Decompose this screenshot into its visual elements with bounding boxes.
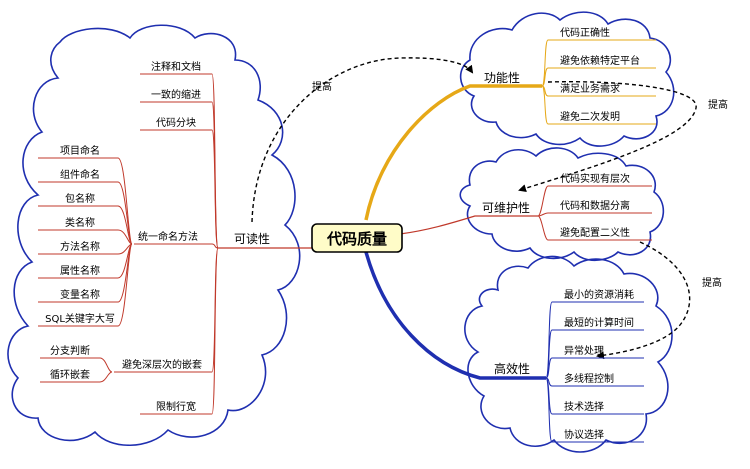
naming-item: 项目命名 <box>60 144 100 157</box>
efficiency-label: 高效性 <box>494 361 530 376</box>
readability-item-line <box>140 247 219 415</box>
readability-item-line <box>134 243 219 249</box>
functionality-item: 避免依赖特定平台 <box>560 54 640 67</box>
functionality-label: 功能性 <box>484 71 520 85</box>
efficiency-item: 多线程控制 <box>564 372 614 385</box>
functionality-item-line <box>541 39 656 87</box>
efficiency-item: 最小的资源消耗 <box>564 288 634 301</box>
naming-item: 包名称 <box>65 192 95 205</box>
annotation-1: 提高 <box>312 80 332 93</box>
maintainability-item: 代码实现有层次 <box>560 172 630 185</box>
naming-item-line <box>38 243 133 255</box>
readability-item: 限制行宽 <box>156 400 196 413</box>
annotation-arrow-1 <box>251 57 474 223</box>
naming-item-line <box>38 181 133 245</box>
naming-item-line <box>38 243 133 303</box>
maintainability-item-line <box>537 212 652 217</box>
readability-item: 代码分块 <box>156 117 196 129</box>
maintainability-label: 可维护性 <box>482 201 530 215</box>
readability-item: 一致的缩进 <box>151 88 201 101</box>
maintainability-item-line <box>537 215 652 241</box>
nesting-item-line <box>40 357 113 373</box>
efficiency-item-line <box>545 377 644 443</box>
naming-item: SQL关键字大写 <box>45 312 115 325</box>
efficiency-cloud <box>464 255 673 453</box>
annotation-arrow-2 <box>518 81 697 193</box>
nesting-item: 循环嵌套 <box>50 368 90 381</box>
maintainability-item-line <box>537 185 652 217</box>
efficiency-branch-lines <box>545 301 644 443</box>
center-node <box>311 223 403 253</box>
maintainability-connector <box>399 215 538 235</box>
efficiency-connector <box>364 251 546 380</box>
naming-item-line <box>38 243 133 327</box>
naming-item: 变量名称 <box>60 288 100 301</box>
annotation-arrow-3 <box>596 241 691 360</box>
naming-item-line <box>38 229 133 245</box>
naming-item-line <box>38 205 133 245</box>
readability-cloud <box>7 24 301 447</box>
efficiency-item-line <box>545 301 644 379</box>
maintainability-branch-lines <box>537 185 652 241</box>
functionality-connector <box>364 84 542 221</box>
efficiency-item: 协议选择 <box>564 428 604 441</box>
maintainability-item: 代码和数据分离 <box>560 199 630 212</box>
maintainability-cloud <box>459 147 665 262</box>
readability-item: 注释和文档 <box>151 60 201 73</box>
functionality-cloud <box>459 11 675 147</box>
functionality-item-line <box>541 85 656 125</box>
functionality-item-line <box>541 85 656 97</box>
efficiency-item: 技术选择 <box>564 400 604 413</box>
readability-item-line <box>140 129 219 249</box>
annotation-2: 提高 <box>708 98 728 111</box>
functionality-item: 代码正确性 <box>560 26 610 39</box>
naming-item: 组件命名 <box>60 168 100 181</box>
naming-item: 属性名称 <box>60 264 100 277</box>
efficiency-item: 异常处理 <box>564 344 604 357</box>
functionality-branch-lines <box>541 39 656 125</box>
functionality-item-line <box>541 67 656 87</box>
naming-item: 方法名称 <box>60 240 100 253</box>
maintainability-item: 避免配置二义性 <box>560 226 630 239</box>
naming-item: 类名称 <box>65 216 95 229</box>
nesting-item: 分支判断 <box>50 344 90 357</box>
efficiency-item: 最短的计算时间 <box>564 316 634 329</box>
readability-branch-lines <box>38 73 219 415</box>
center-title: 代码质量 <box>326 230 387 248</box>
annotation-3: 提高 <box>702 276 722 289</box>
nesting-item-line <box>40 371 113 383</box>
readability-item-line <box>114 247 219 373</box>
functionality-item: 避免二次发明 <box>560 110 620 123</box>
readability-item: 统一命名方法 <box>138 230 198 243</box>
readability-label: 可读性 <box>234 232 270 246</box>
readability-item: 避免深层次的嵌套 <box>122 358 202 371</box>
efficiency-item-line <box>545 357 644 379</box>
functionality-item: 满足业务需求 <box>560 82 620 95</box>
efficiency-item-line <box>545 377 644 387</box>
